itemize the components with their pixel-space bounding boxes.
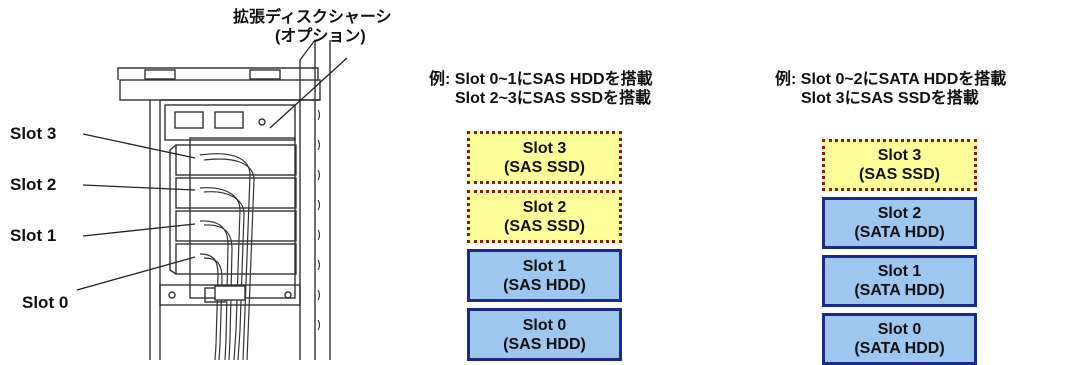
ex2-slot1-box: Slot 1 (SATA HDD) xyxy=(822,255,977,307)
ex1-slot2-label: Slot 2 xyxy=(522,198,567,216)
ex1-slot0-type: (SAS HDD) xyxy=(503,335,586,353)
slot-label-0: Slot 0 xyxy=(22,293,69,312)
ex1-slot2-type: (SAS SSD) xyxy=(504,217,585,235)
callout-option: (オプション) xyxy=(275,28,366,45)
example-2-line1: 例: Slot 0~2にSATA HDDを搭載 xyxy=(775,71,1007,88)
slot-label-1: Slot 1 xyxy=(10,226,57,245)
slot-label-3: Slot 3 xyxy=(10,124,57,143)
ex1-slot2-box: Slot 2 (SAS SSD) xyxy=(467,190,622,243)
ex2-slot2-type: (SATA HDD) xyxy=(854,224,945,241)
ex2-slot2-box: Slot 2 (SATA HDD) xyxy=(822,197,977,249)
chassis-callout: 拡張ディスクシャーシ (オプション) xyxy=(233,8,392,46)
ex2-slot1-type: (SATA HDD) xyxy=(854,282,945,299)
ex1-slot0-label: Slot 0 xyxy=(522,316,567,334)
example-2-line2: Slot 3にSAS SSDを搭載 xyxy=(801,90,979,107)
example-1-line2: Slot 2~3にSAS SSDを搭載 xyxy=(455,90,652,107)
example-2-caption: 例: Slot 0~2にSATA HDDを搭載 Slot 3にSAS SSDを搭… xyxy=(775,70,1006,108)
ex1-slot3-box: Slot 3 (SAS SSD) xyxy=(467,131,622,184)
ex2-slot2-label: Slot 2 xyxy=(877,205,922,222)
ex1-slot3-label: Slot 3 xyxy=(522,139,567,157)
ex2-slot3-label: Slot 3 xyxy=(877,147,922,164)
ex1-slot3-type: (SAS SSD) xyxy=(504,158,585,176)
ex1-slot0-box: Slot 0 (SAS HDD) xyxy=(467,308,622,361)
ex1-slot1-label: Slot 1 xyxy=(522,257,567,275)
ex2-slot0-box: Slot 0 (SATA HDD) xyxy=(822,313,977,365)
callout-title: 拡張ディスクシャーシ xyxy=(233,9,392,26)
ex1-slot1-box: Slot 1 (SAS HDD) xyxy=(467,249,622,302)
ex2-slot3-box: Slot 3 (SAS SSD) xyxy=(822,139,977,191)
ex1-slot1-type: (SAS HDD) xyxy=(503,276,586,294)
slot-label-2: Slot 2 xyxy=(10,175,57,194)
ex2-slot1-label: Slot 1 xyxy=(877,263,922,280)
example-1-caption: 例: Slot 0~1にSAS HDDを搭載 Slot 2~3にSAS SSDを… xyxy=(429,70,653,108)
ex2-slot0-type: (SATA HDD) xyxy=(854,340,945,357)
ex2-slot0-label: Slot 0 xyxy=(877,321,922,338)
ex2-slot3-type: (SAS SSD) xyxy=(859,166,940,183)
example-1-line1: 例: Slot 0~1にSAS HDDを搭載 xyxy=(429,71,653,88)
